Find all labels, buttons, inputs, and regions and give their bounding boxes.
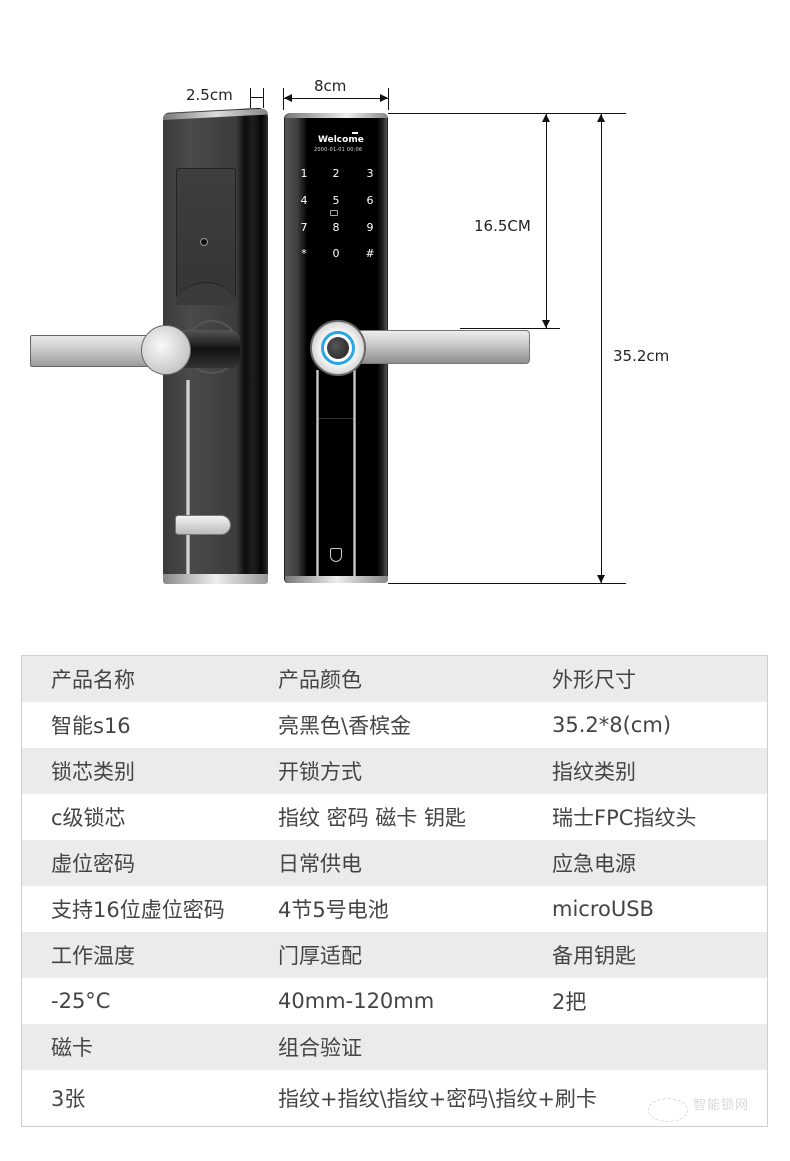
arrow-up-icon [597, 114, 605, 122]
key-6: 6 [366, 194, 374, 207]
card-icon [330, 210, 338, 216]
fingerprint-ring [321, 331, 355, 365]
touch-keypad: 1 2 3 4 5 6 7 8 9 * 0 # [290, 165, 386, 265]
lock-front-rail [316, 370, 319, 580]
key-star: * [301, 247, 307, 260]
key-7: 7 [300, 221, 308, 234]
arrow-left-icon [284, 94, 292, 102]
spec-value: c级锁芯 [51, 806, 126, 830]
spec-table: 产品名称 产品颜色 外形尺寸 智能s16 亮黑色\香槟金 35.2*8(cm) … [21, 655, 768, 1127]
spec-label: 应急电源 [552, 852, 636, 876]
spec-label: 门厚适配 [278, 944, 362, 968]
lock-front-top-edge [285, 113, 388, 118]
spec-value: 4节5号电池 [278, 898, 389, 922]
key-5: 5 [332, 194, 340, 207]
arrow-down-icon [597, 575, 605, 583]
dimension-line [284, 98, 388, 99]
spec-value: 3张 [51, 1087, 86, 1111]
handle-knob [141, 325, 191, 375]
key-3: 3 [366, 167, 374, 180]
spec-value: 智能s16 [51, 714, 131, 738]
dimension-line-total [601, 114, 602, 583]
spec-label: 磁卡 [51, 1036, 93, 1060]
arrow-down-icon [542, 320, 550, 328]
table-row: -25°C 40mm-120mm 2把 [22, 978, 767, 1024]
spec-label: 组合验证 [278, 1036, 362, 1060]
table-row: 虚位密码 日常供电 应急电源 [22, 840, 767, 886]
lock-back-bottom-edge [163, 574, 268, 584]
table-row: 工作温度 门厚适配 备用钥匙 [22, 932, 767, 978]
spec-label: 外形尺寸 [552, 668, 636, 692]
spec-label: 备用钥匙 [552, 944, 636, 968]
screen-datetime: 2000-01-01 00:06 [314, 147, 363, 153]
spec-label: 产品名称 [51, 668, 135, 692]
spec-label: 虚位密码 [51, 852, 135, 876]
lock-front-slot [319, 418, 353, 419]
dimension-line [251, 97, 263, 98]
cloud-icon [648, 1098, 688, 1122]
width-label: 8cm [314, 77, 347, 95]
handle-height-label: 16.5CM [474, 217, 531, 235]
table-row: 锁芯类别 开锁方式 指纹类别 [22, 748, 767, 794]
spec-label: 指纹类别 [552, 760, 636, 784]
shield-logo-icon [330, 548, 342, 562]
watermark: 智能锁网 [648, 1092, 768, 1132]
table-row: 磁卡 组合验证 [22, 1024, 767, 1070]
spec-value: 40mm-120mm [278, 989, 435, 1013]
key-9: 9 [366, 221, 374, 234]
table-row: 支持16位虚位密码 4节5号电池 microUSB [22, 886, 767, 932]
spec-label: 锁芯类别 [51, 760, 135, 784]
dimension-tick [263, 88, 264, 108]
spec-value: microUSB [552, 897, 654, 921]
screen-welcome-text: Welcome [318, 135, 364, 145]
fingerprint-icon [327, 337, 349, 359]
spec-value: 指纹 密码 磁卡 钥匙 [278, 806, 467, 830]
spec-value: 35.2*8(cm) [552, 713, 672, 737]
lock-front-bottom-edge [285, 576, 388, 583]
spec-label: 日常供电 [278, 852, 362, 876]
spec-value: -25°C [51, 989, 111, 1013]
table-row: 产品名称 产品颜色 外形尺寸 [22, 656, 767, 702]
lock-back-rail [186, 380, 190, 580]
spec-value: 瑞士FPC指纹头 [552, 806, 697, 830]
spec-value: 支持16位虚位密码 [51, 898, 225, 922]
thumb-turn-knob [175, 515, 231, 535]
reference-line-handle [460, 328, 560, 329]
key-4: 4 [300, 194, 308, 207]
key-hash: # [365, 247, 375, 260]
dimension-tick [283, 88, 284, 110]
dimension-tick [250, 88, 251, 108]
key-0: 0 [332, 247, 340, 260]
dimension-tick [388, 88, 389, 110]
total-height-label: 35.2cm [613, 347, 670, 365]
key-1: 1 [300, 167, 308, 180]
key-8: 8 [332, 221, 340, 234]
reference-line-top [388, 113, 626, 114]
watermark-text: 智能锁网 [693, 1098, 750, 1113]
lever-handle-front [340, 330, 530, 364]
reference-line-bottom [388, 583, 626, 584]
table-row: c级锁芯 指纹 密码 磁卡 钥匙 瑞士FPC指纹头 [22, 794, 767, 840]
arrow-up-icon [542, 114, 550, 122]
reset-button-icon [200, 238, 208, 246]
key-2: 2 [332, 167, 340, 180]
spec-value: 2把 [552, 990, 587, 1014]
table-row: 智能s16 亮黑色\香槟金 35.2*8(cm) [22, 702, 767, 748]
product-dimension-diagram: 2.5cm 8cm 16.5CM 35.2cm Welcome 2000-01-… [30, 77, 670, 584]
battery-indicator-icon [352, 132, 358, 134]
spec-value: 指纹+指纹\指纹+密码\指纹+刷卡 [278, 1087, 597, 1111]
spec-label: 开锁方式 [278, 760, 362, 784]
lock-front-rail [353, 370, 356, 580]
battery-cover [176, 168, 236, 305]
arrow-right-icon [380, 94, 388, 102]
dimension-line-handle [546, 114, 547, 328]
spec-label: 工作温度 [51, 944, 135, 968]
table-row: 3张 指纹+指纹\指纹+密码\指纹+刷卡 [22, 1070, 767, 1126]
spec-value: 亮黑色\香槟金 [278, 714, 412, 738]
spec-label: 产品颜色 [278, 668, 362, 692]
thickness-label: 2.5cm [186, 86, 233, 104]
